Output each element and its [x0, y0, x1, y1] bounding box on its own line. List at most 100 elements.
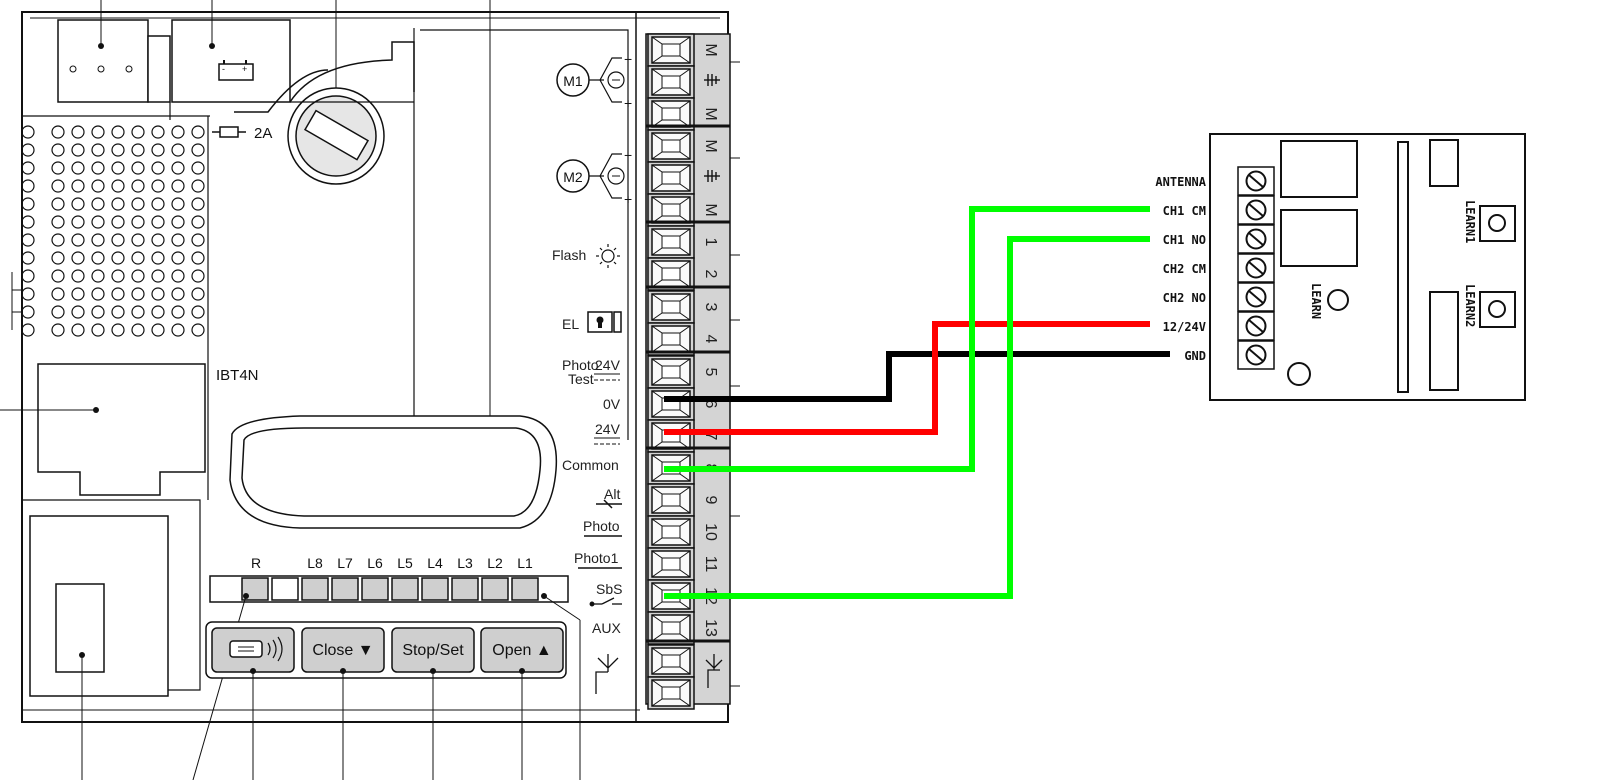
- motor-2-minus: −: [624, 147, 632, 163]
- battery-icon: - +: [218, 60, 254, 81]
- terminal-label-m1-b: M: [702, 107, 719, 120]
- terminal-number-7: 7: [702, 432, 719, 441]
- receiver-terminal-screw-1[interactable]: [1237, 195, 1275, 225]
- receiver-terminal-label-6: GND: [1184, 349, 1206, 363]
- receiver-terminal-label-3: CH2 CM: [1163, 262, 1206, 276]
- learn1-button[interactable]: LEARN1: [1463, 200, 1516, 243]
- led-label-l1: L1: [517, 555, 533, 571]
- receiver-terminal-screw-4[interactable]: [1237, 282, 1275, 312]
- antenna-icon: [595, 654, 619, 694]
- terminal-m2-m[interactable]: [647, 129, 695, 163]
- terminal-t13[interactable]: [647, 611, 695, 645]
- relay-1: [1280, 140, 1358, 198]
- stop-set-button[interactable]: Stop/Set: [391, 627, 475, 674]
- ground-symbol-m2: [704, 170, 720, 182]
- terminal-number-4: 4: [702, 335, 719, 344]
- led-l8: [301, 577, 329, 601]
- terminal-t11[interactable]: [647, 547, 695, 581]
- terminal-t6[interactable]: [647, 387, 695, 421]
- flash-label: Flash: [552, 247, 586, 263]
- terminal-number-9: 9: [702, 496, 719, 505]
- receiver-terminal-screw-6[interactable]: [1237, 340, 1275, 370]
- model-label: IBT4N: [216, 367, 259, 384]
- receiver-terminal-screw-3[interactable]: [1237, 253, 1275, 283]
- terminal-label-m2-b: M: [702, 203, 719, 216]
- learn2-button[interactable]: LEARN2: [1463, 284, 1516, 328]
- svg-text:+: +: [242, 64, 247, 74]
- motor-1-symbol: M1 − +: [556, 51, 632, 111]
- voltage-24v-label-a: 24V: [595, 357, 621, 373]
- led-label-l2: L2: [487, 555, 503, 571]
- radio-learn-button[interactable]: [211, 627, 295, 674]
- electric-lock-icon: [587, 311, 622, 333]
- relay-2: [1280, 209, 1358, 267]
- sbs-label: SbS: [596, 581, 622, 597]
- voltage-24v-label-b: 24V: [595, 421, 621, 437]
- led-label-l7: L7: [337, 555, 353, 571]
- led-label-r: R: [251, 555, 261, 571]
- terminal-number-6: 6: [702, 400, 719, 409]
- led-l7: [331, 577, 359, 601]
- wiring: [664, 206, 1170, 599]
- card-slot: [0, 363, 206, 496]
- flash-lamp-icon: [596, 244, 620, 268]
- learn2-label: LEARN2: [1463, 284, 1477, 327]
- terminal-t9[interactable]: [647, 483, 695, 517]
- terminal-number-11: 11: [702, 556, 719, 573]
- close-button[interactable]: Close ▼: [301, 627, 385, 674]
- wire-gnd-black: [664, 351, 1170, 402]
- terminal-m2-ground[interactable]: [647, 161, 695, 195]
- vent-grid: [21, 125, 205, 337]
- learn1-label: LEARN1: [1463, 200, 1477, 243]
- terminal-t5[interactable]: [647, 355, 695, 389]
- terminal-t10[interactable]: [647, 515, 695, 549]
- terminal-number-2: 2: [702, 270, 719, 279]
- receiver-terminal-label-4: CH2 NO: [1163, 291, 1206, 305]
- terminal-ant-2[interactable]: [647, 676, 695, 710]
- led-label-l3: L3: [457, 555, 473, 571]
- plug-in-module: [22, 499, 201, 780]
- terminal-t1[interactable]: [647, 225, 695, 259]
- svg-text:-: -: [222, 64, 225, 74]
- led-label-l5: L5: [397, 555, 413, 571]
- voltage-0v-label: 0V: [603, 396, 621, 412]
- photo-test-label-2: Test: [568, 371, 594, 387]
- led-label-l6: L6: [367, 555, 383, 571]
- terminal-label-m2-a: M: [702, 139, 719, 152]
- led-slot-empty: [271, 577, 299, 601]
- terminal-ant-1[interactable]: [647, 644, 695, 678]
- terminal-t3[interactable]: [647, 290, 695, 324]
- terminal-number-13: 13: [702, 619, 719, 637]
- el-label: EL: [562, 316, 579, 332]
- motor-2-label: M2: [563, 169, 583, 185]
- receiver-terminal-screw-2[interactable]: [1237, 224, 1275, 254]
- fuse-label: 2A: [254, 125, 272, 142]
- open-button[interactable]: Open ▲: [480, 627, 564, 674]
- close-button-label: Close ▼: [312, 642, 373, 659]
- terminal-m1-ground[interactable]: [647, 65, 695, 99]
- battery-connector: [171, 19, 291, 103]
- motor-2-plus: +: [624, 191, 632, 207]
- led-label-l4: L4: [427, 555, 443, 571]
- terminal-t4[interactable]: [647, 322, 695, 356]
- connector-block: [57, 19, 149, 103]
- receiver-terminal-label-1: CH1 CM: [1163, 204, 1206, 218]
- open-button-label: Open ▲: [492, 642, 551, 659]
- terminal-m1-m[interactable]: [647, 33, 695, 67]
- switch-icon: [589, 597, 622, 607]
- photo1-label: Photo1: [574, 550, 619, 566]
- motor-1-label: M1: [563, 73, 583, 89]
- fuse-icon: [212, 126, 246, 138]
- display-window: [229, 415, 558, 529]
- led-label-l8: L8: [307, 555, 323, 571]
- learn-button[interactable]: LEARN: [1309, 283, 1349, 319]
- motor-1-minus: −: [624, 51, 632, 67]
- terminal-t2[interactable]: [647, 257, 695, 291]
- wire-ch1-no-green: [664, 236, 1150, 599]
- receiver-terminal-label-0: ANTENNA: [1155, 175, 1206, 189]
- terminal-number-3: 3: [702, 303, 719, 312]
- receiver-terminal-screw-0[interactable]: [1237, 166, 1275, 196]
- led-l4: [421, 577, 449, 601]
- receiver-terminal-screw-5[interactable]: [1237, 311, 1275, 341]
